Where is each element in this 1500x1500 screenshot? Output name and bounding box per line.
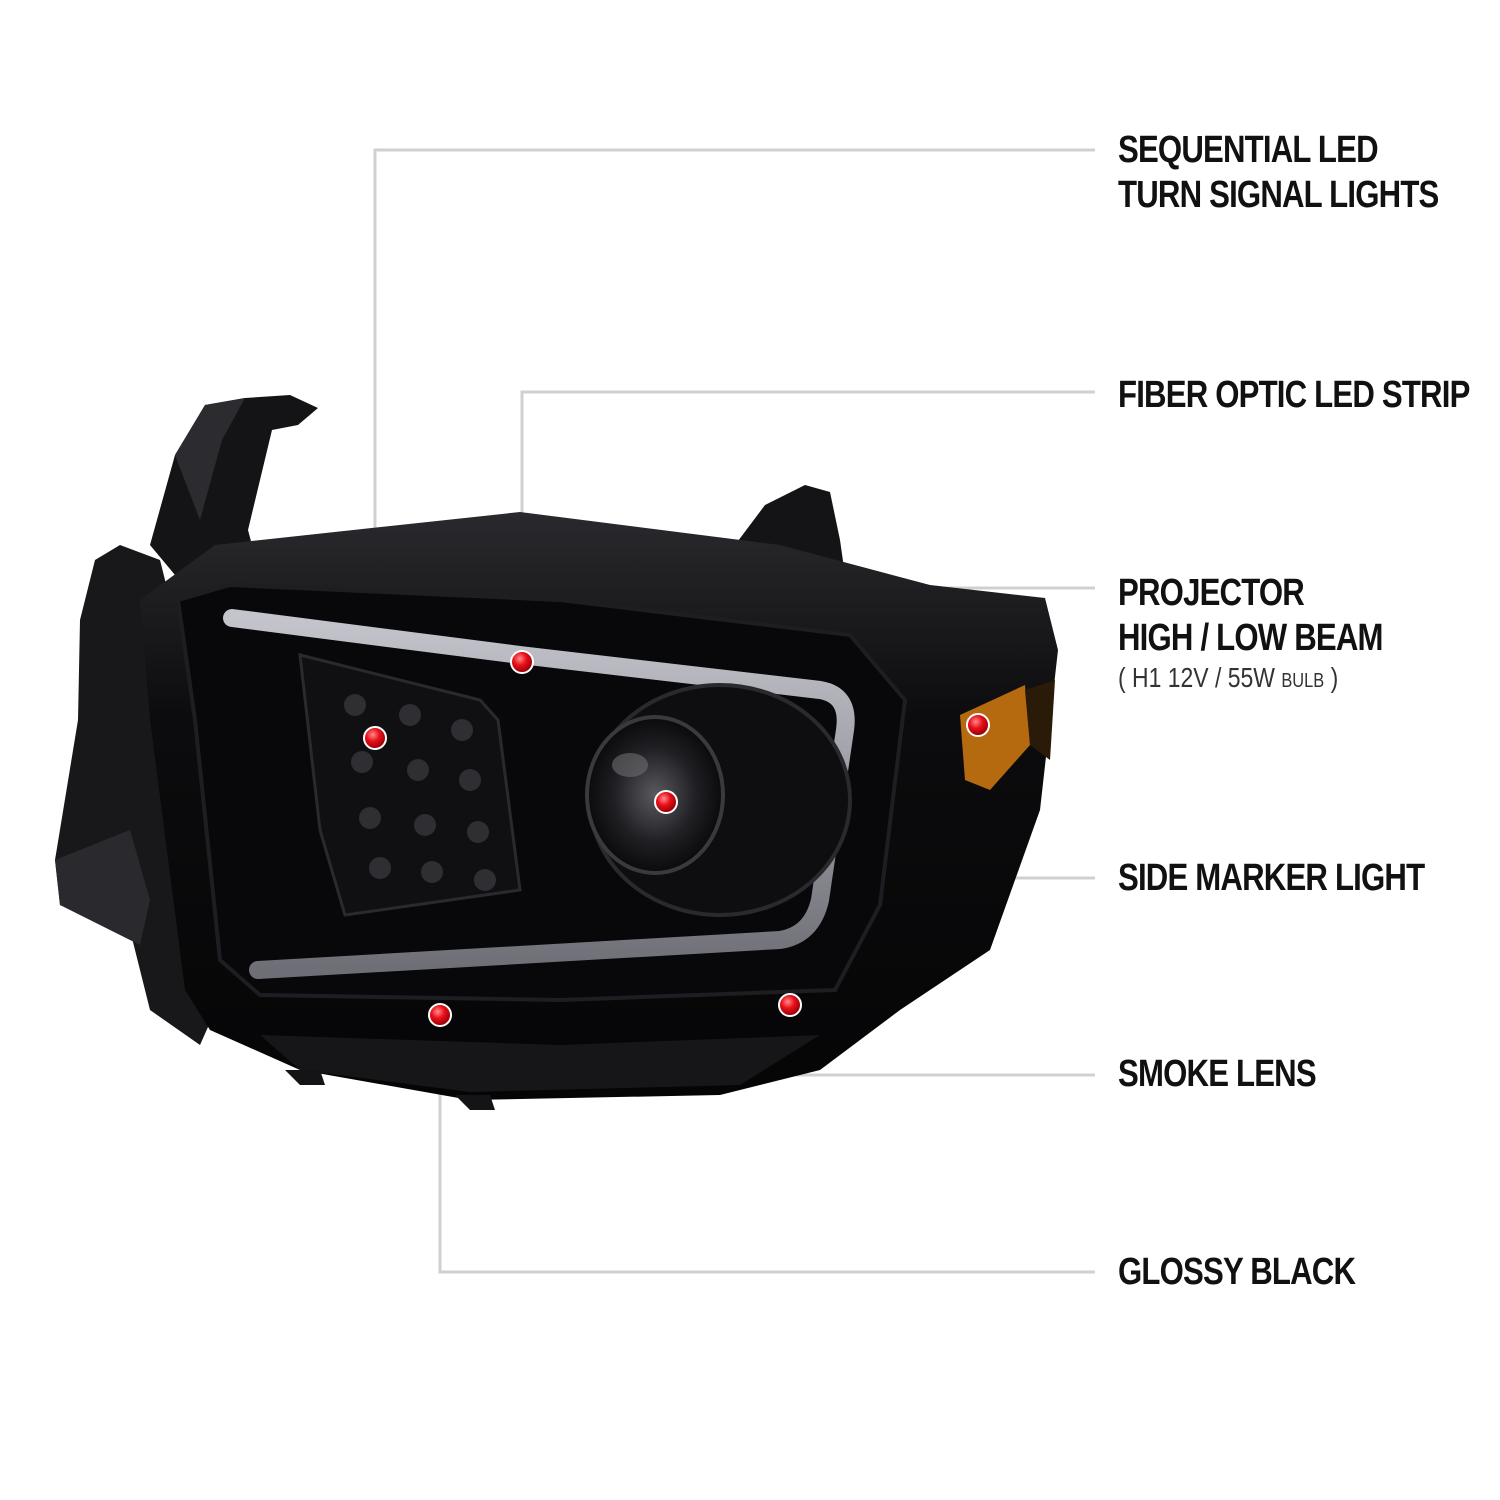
callout-fiber-optic: FIBER OPTIC LED STRIP [1118, 373, 1470, 418]
spec-close: ) [1324, 662, 1339, 693]
callout-glossy-black: GLOSSY BLACK [1118, 1250, 1356, 1295]
marker-projector[interactable] [654, 790, 678, 814]
leader-glossy-black [438, 1015, 1095, 1274]
callout-projector-line-2: HIGH / LOW BEAM [1118, 617, 1383, 659]
marker-turn-signal[interactable] [363, 726, 387, 750]
callout-side-marker-line-1: SIDE MARKER LIGHT [1118, 857, 1425, 899]
marker-side-marker[interactable] [966, 713, 990, 737]
callout-projector: PROJECTOR HIGH / LOW BEAM ( H1 12V / 55W… [1118, 571, 1383, 698]
callout-glossy-black-line-1: GLOSSY BLACK [1118, 1251, 1356, 1293]
marker-smoke-lens[interactable] [778, 993, 802, 1017]
callout-smoke-lens-line-1: SMOKE LENS [1118, 1053, 1317, 1095]
spec-open: ( [1118, 662, 1133, 693]
marker-glossy-black[interactable] [428, 1003, 452, 1027]
callout-projector-line-1: PROJECTOR [1118, 572, 1305, 614]
lower-trim [260, 1035, 820, 1092]
callout-fiber-optic-line-1: FIBER OPTIC LED STRIP [1118, 374, 1470, 416]
projector-lens [585, 715, 725, 875]
callout-turn-signal: SEQUENTIAL LED TURN SIGNAL LIGHTS [1118, 128, 1439, 218]
callout-turn-signal-line-1: SEQUENTIAL LED [1118, 129, 1379, 171]
spec-value: H1 12V / 55W [1132, 662, 1275, 693]
callout-projector-bulb-spec: ( H1 12V / 55W BULB ) [1118, 661, 1383, 698]
callout-smoke-lens: SMOKE LENS [1118, 1052, 1317, 1097]
callout-turn-signal-line-2: TURN SIGNAL LIGHTS [1118, 174, 1439, 216]
marker-fiber-optic[interactable] [510, 650, 534, 674]
side-marker-lens [960, 685, 1030, 790]
callout-markers [363, 650, 990, 1027]
led-array [344, 694, 496, 891]
callout-side-marker: SIDE MARKER LIGHT [1118, 856, 1425, 901]
spec-unit: BULB [1281, 670, 1325, 692]
headlight-assembly [55, 395, 1058, 1110]
